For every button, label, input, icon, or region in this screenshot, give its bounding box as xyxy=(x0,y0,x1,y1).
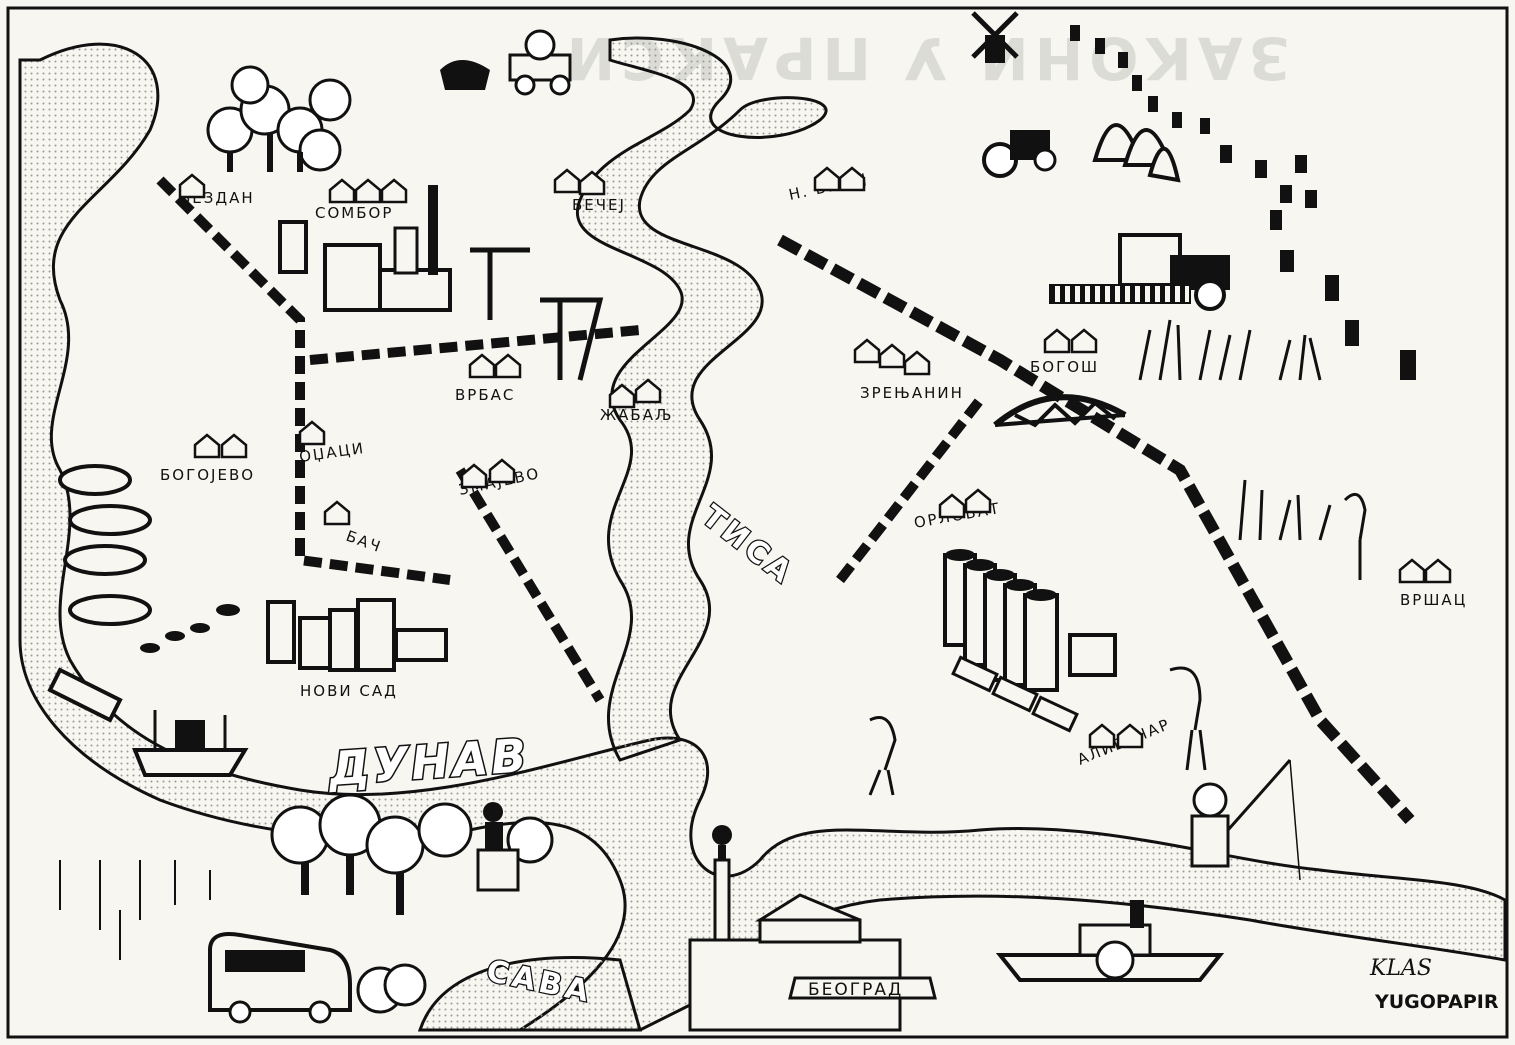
train-icon xyxy=(951,655,1079,733)
belgrade-sign: БЕОГРАД xyxy=(788,976,937,1000)
tisa-river xyxy=(576,36,828,762)
canal-south xyxy=(455,467,605,703)
crop-rows xyxy=(1070,25,1416,380)
novi-sad-buildings xyxy=(266,598,448,672)
statue-icon xyxy=(476,802,520,892)
label-vrbas: ВРБАС xyxy=(455,386,515,404)
label-bogojevo: БОГОЈЕВО xyxy=(160,466,255,484)
canal-mid xyxy=(836,396,984,584)
park-trees xyxy=(270,793,554,1014)
stones xyxy=(140,604,240,653)
barges xyxy=(47,464,152,723)
label-bogos: БОГОШ xyxy=(1030,358,1099,376)
flowers-icon xyxy=(59,860,211,960)
artist-signature: KLAS xyxy=(1369,956,1432,981)
label-zrenjanin: ЗРЕЊАНИН xyxy=(860,384,964,402)
canal-north xyxy=(309,325,641,365)
ship-icon xyxy=(132,710,249,777)
windmill-icon xyxy=(971,11,1019,63)
silos-icon xyxy=(943,553,1059,692)
label-zabalj: ЖАБАЉ xyxy=(600,406,673,424)
paddle-steamer-icon xyxy=(995,900,1225,982)
combine-harvester-icon xyxy=(1049,233,1230,311)
label-sombor: СОМБОР xyxy=(315,204,393,222)
ox-cart-icon xyxy=(440,29,572,96)
label-tisa: ТИСА xyxy=(695,499,801,592)
label-becej: БЕЧЕЈ xyxy=(572,196,626,214)
orchard-icon xyxy=(206,65,352,172)
bus-icon xyxy=(208,932,352,1024)
bridge-icon xyxy=(993,394,1127,428)
label-vrsac: ВРШАЦ xyxy=(1400,591,1467,609)
label-bac: БАЧ xyxy=(344,527,385,557)
haystacks-icon xyxy=(1092,123,1181,183)
tractor-icon xyxy=(982,130,1057,178)
village-houses xyxy=(178,166,1452,749)
warehouse-icon xyxy=(1068,633,1117,677)
sava-river xyxy=(417,956,642,1032)
label-novi-sad: НОВИ САД xyxy=(300,682,398,700)
label-beograd: БЕОГРАД xyxy=(808,980,903,1000)
stork-icon xyxy=(868,492,1367,796)
factory-icon xyxy=(278,185,452,312)
victor-monument-icon xyxy=(712,825,732,942)
canal-east xyxy=(777,234,1415,825)
map-border xyxy=(6,6,1509,1039)
reeds-icon xyxy=(1138,319,1332,541)
fisherman-icon xyxy=(1190,759,1301,881)
watermark: YUGOPAPIR xyxy=(1374,991,1499,1013)
crane-icon xyxy=(470,247,604,381)
